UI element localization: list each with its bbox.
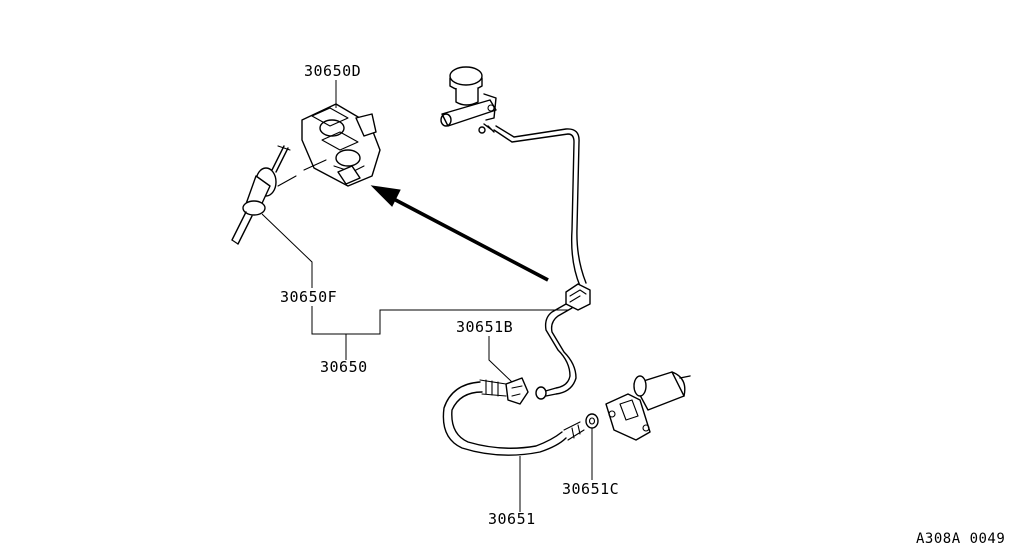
operating-cylinder (605, 371, 691, 441)
part-label-30650D: 30650D (304, 62, 362, 80)
master-cylinder (440, 66, 497, 134)
part-label-30650F: 30650F (280, 288, 338, 306)
part-label-30650: 30650 (320, 358, 368, 376)
clutch-pipe-lower (535, 303, 577, 400)
clutch-hose (442, 379, 585, 456)
gasket (585, 413, 599, 429)
clamp-30651B (505, 377, 529, 405)
clutch-pipe-upper (493, 125, 587, 287)
pipe-bracket (565, 283, 591, 311)
exploded-link-dash-2 (303, 159, 327, 171)
leader-lines (261, 80, 593, 512)
part-label-30651C: 30651C (562, 480, 620, 498)
part-label-30651: 30651 (488, 510, 536, 528)
damper-hose (231, 145, 291, 245)
damper-block (301, 103, 381, 187)
direction-arrow (370, 185, 549, 282)
exploded-link-dash (277, 175, 297, 187)
part-label-30651B: 30651B (456, 318, 514, 336)
reference-code: A308A 0049 (916, 531, 1006, 547)
